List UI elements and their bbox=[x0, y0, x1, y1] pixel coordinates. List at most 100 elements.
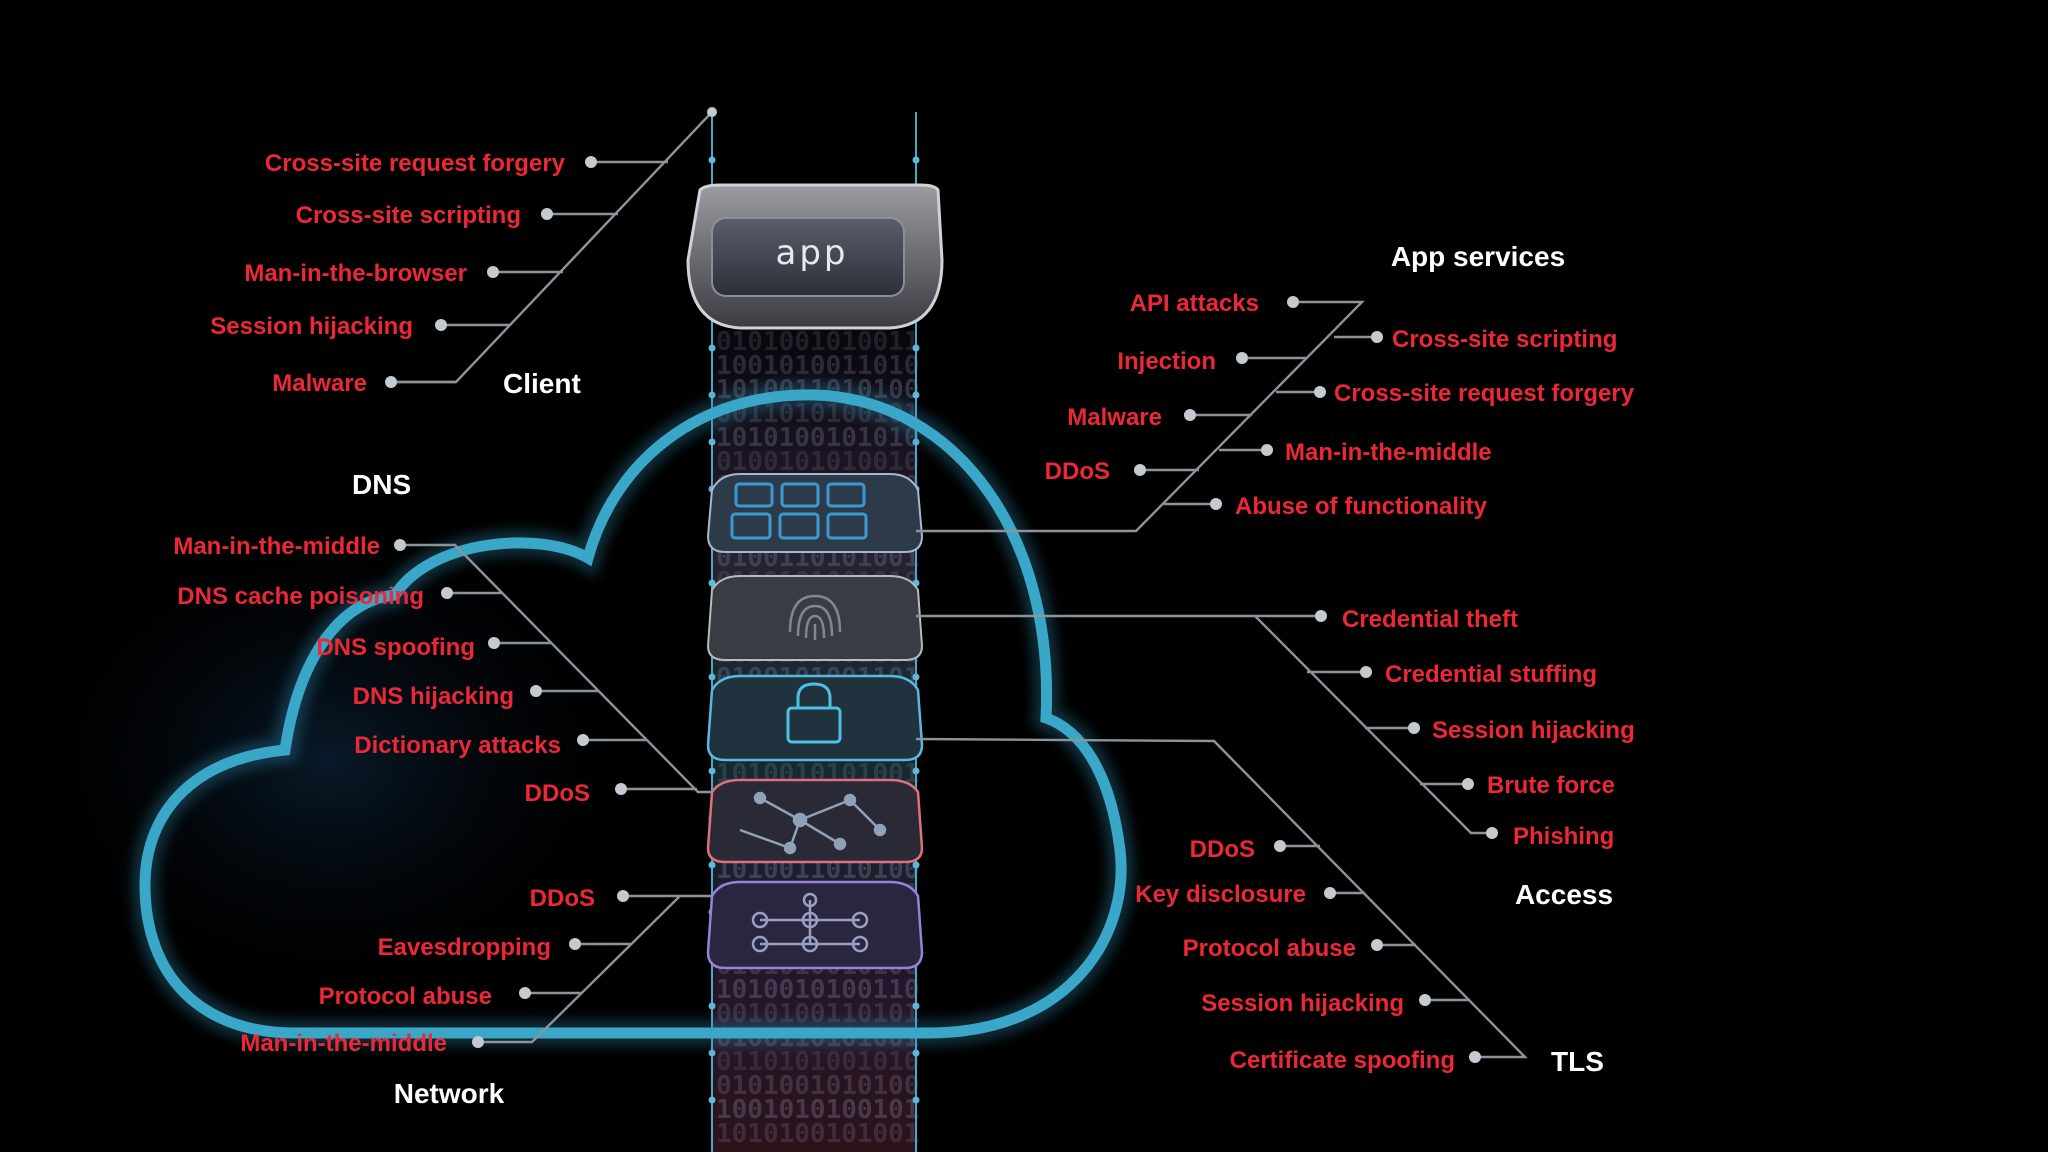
rail-dot-right bbox=[912, 1002, 920, 1010]
client-group: Cross-site request forgery Cross-site sc… bbox=[210, 107, 717, 399]
binary-row: 1001010100101 bbox=[716, 1095, 920, 1125]
rail-dot-right bbox=[912, 344, 920, 352]
access-threat-0: Credential theft bbox=[1342, 606, 1518, 633]
app-services-threat-1: Cross-site scripting bbox=[1392, 326, 1617, 353]
rail-dot-left bbox=[708, 1002, 716, 1010]
app-services-dot-1 bbox=[1371, 331, 1383, 343]
rail-dot-right bbox=[912, 1049, 920, 1057]
stack-layer-2 bbox=[706, 575, 924, 661]
binary-row: 1010100101001 bbox=[716, 1119, 920, 1149]
app-label: app bbox=[776, 233, 849, 273]
tls-threat-3: Session hijacking bbox=[1201, 990, 1404, 1017]
dns-dot-5 bbox=[615, 783, 627, 795]
fingerprint-icon bbox=[788, 594, 842, 640]
app-services-threat-4: Malware bbox=[1067, 404, 1162, 431]
app-services-dot-5 bbox=[1261, 444, 1273, 456]
client-dot-3 bbox=[435, 319, 447, 331]
app-services-dot-2 bbox=[1236, 352, 1248, 364]
cloud-outline bbox=[131, 381, 1135, 1046]
network-nodes-icon bbox=[739, 791, 887, 855]
rail-dot-left bbox=[708, 391, 716, 399]
access-trunk-line bbox=[916, 614, 1492, 835]
app-icon: app bbox=[686, 183, 944, 330]
dns-threat-3: DNS hijacking bbox=[353, 683, 514, 710]
background-glow bbox=[0, 500, 660, 1020]
dns-trunk-line bbox=[400, 543, 712, 794]
stack-layer-4 bbox=[706, 778, 924, 864]
network-threat-0: DDoS bbox=[530, 885, 595, 912]
app-services-trunk-line bbox=[916, 300, 1365, 533]
tls-threat-2: Protocol abuse bbox=[1183, 935, 1356, 962]
stack-layer-1 bbox=[706, 473, 924, 553]
dns-group: DNS Man-in-the-middle DNS cache poisonin… bbox=[173, 469, 712, 807]
client-trunk-dot bbox=[707, 107, 717, 117]
access-dot-0 bbox=[1315, 610, 1327, 622]
tls-title: TLS bbox=[1551, 1046, 1604, 1077]
access-dot-3 bbox=[1462, 778, 1474, 790]
network-threat-1: Eavesdropping bbox=[378, 934, 551, 961]
network-dot-2 bbox=[519, 987, 531, 999]
rail-dot-left bbox=[708, 156, 716, 164]
client-threat-3: Session hijacking bbox=[210, 313, 413, 340]
network-threat-2: Protocol abuse bbox=[319, 983, 492, 1010]
binary-row: 1010100101010 bbox=[716, 423, 920, 453]
rail-dot-right bbox=[912, 1096, 920, 1104]
rail-dot-right bbox=[912, 156, 920, 164]
client-dot-1 bbox=[541, 208, 553, 220]
client-threat-4: Malware bbox=[272, 370, 367, 397]
access-threat-3: Brute force bbox=[1487, 772, 1615, 799]
app-services-group: App services API attacks Cross-site scri… bbox=[916, 241, 1635, 533]
dns-title: DNS bbox=[352, 469, 411, 500]
access-dot-2 bbox=[1408, 722, 1420, 734]
binary-row: 1010010100110 bbox=[716, 975, 920, 1005]
rail-dot-left bbox=[708, 861, 716, 869]
tls-dot-3 bbox=[1419, 994, 1431, 1006]
grid-icon bbox=[730, 482, 868, 540]
app-services-dot-6 bbox=[1134, 464, 1146, 476]
rail-dot-right bbox=[912, 767, 920, 775]
client-dot-4 bbox=[385, 376, 397, 388]
access-dot-4 bbox=[1486, 827, 1498, 839]
dns-dot-4 bbox=[577, 734, 589, 746]
network-group: DDoS Eavesdropping Protocol abuse Man-in… bbox=[240, 885, 712, 1109]
network-title: Network bbox=[394, 1078, 505, 1109]
rail-dot-left bbox=[708, 767, 716, 775]
dns-threat-1: DNS cache poisoning bbox=[177, 583, 424, 610]
app-services-dot-7 bbox=[1210, 498, 1222, 510]
rail-dot-left bbox=[708, 1096, 716, 1104]
rail-dot-left bbox=[708, 1049, 716, 1057]
app-services-dot-3 bbox=[1314, 386, 1326, 398]
rail-dot-left bbox=[708, 344, 716, 352]
access-dot-1 bbox=[1360, 666, 1372, 678]
dns-dot-0 bbox=[394, 539, 406, 551]
dns-dot-2 bbox=[488, 637, 500, 649]
network-threat-3: Man-in-the-middle bbox=[240, 1030, 447, 1057]
tls-trunk-line bbox=[915, 737, 1528, 1059]
binary-row: 0100101010010 bbox=[716, 447, 920, 477]
dns-threat-5: DDoS bbox=[525, 780, 590, 807]
rail-dot-left bbox=[708, 673, 716, 681]
network-dot-1 bbox=[569, 938, 581, 950]
access-group: Credential theft Credential stuffing Ses… bbox=[916, 606, 1635, 910]
rail-dot-right bbox=[912, 861, 920, 869]
network-dot-0 bbox=[617, 890, 629, 902]
app-services-threat-3: Cross-site request forgery bbox=[1334, 380, 1635, 407]
dns-dot-3 bbox=[530, 685, 542, 697]
network-trunk-line bbox=[478, 894, 712, 1044]
app-services-threat-2: Injection bbox=[1117, 348, 1216, 375]
rail-dot-left bbox=[708, 579, 716, 587]
client-threat-2: Man-in-the-browser bbox=[244, 260, 467, 287]
tls-dot-0 bbox=[1274, 840, 1286, 852]
tls-threat-1: Key disclosure bbox=[1135, 881, 1306, 908]
access-threat-1: Credential stuffing bbox=[1385, 661, 1597, 688]
rail-dot-right bbox=[912, 673, 920, 681]
tls-dot-2 bbox=[1371, 939, 1383, 951]
access-title: Access bbox=[1515, 879, 1613, 910]
client-dot-2 bbox=[487, 266, 499, 278]
lock-icon bbox=[786, 682, 842, 744]
client-threat-1: Cross-site scripting bbox=[296, 202, 521, 229]
client-threat-0: Cross-site request forgery bbox=[265, 150, 566, 177]
app-services-threat-5: Man-in-the-middle bbox=[1285, 439, 1492, 466]
dns-threat-4: Dictionary attacks bbox=[354, 732, 561, 759]
